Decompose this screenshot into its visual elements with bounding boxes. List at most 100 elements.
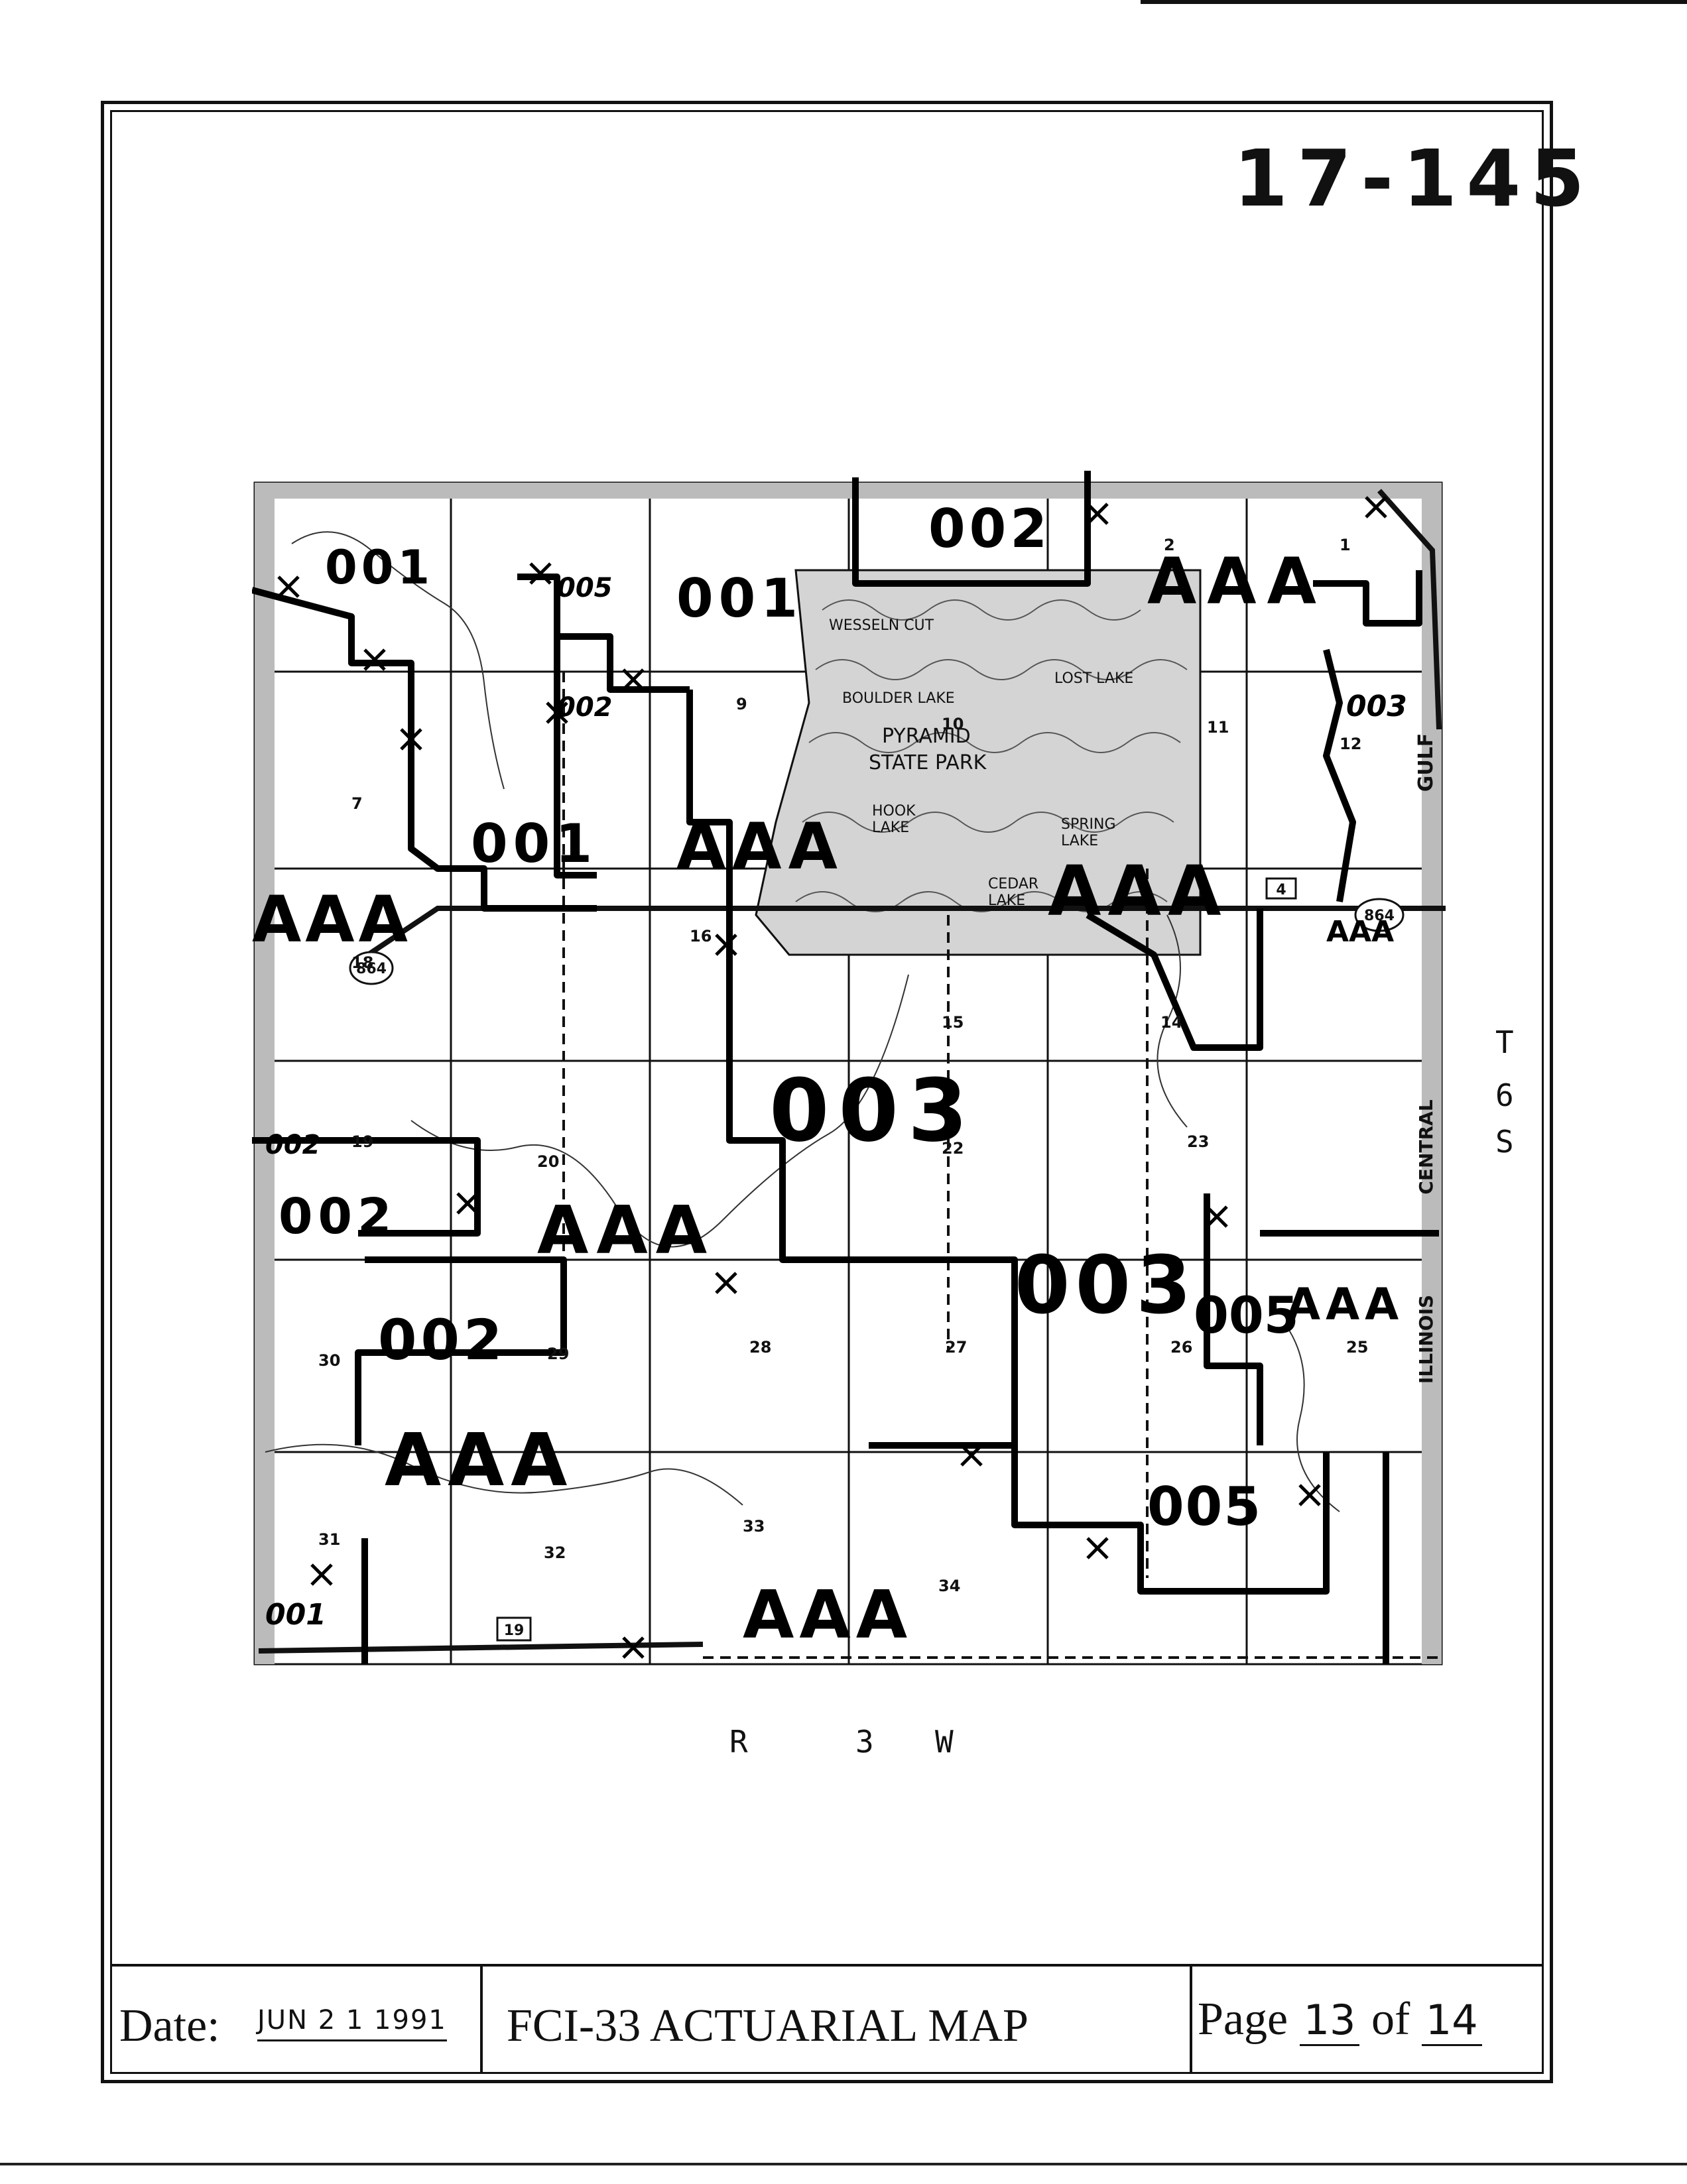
- range-label-r: R: [729, 1724, 748, 1760]
- park-squiggle: [822, 599, 1141, 621]
- park-label-cedar: CEDAR: [988, 876, 1038, 892]
- section-number: 10: [942, 715, 964, 733]
- section-number: 2: [1164, 536, 1175, 554]
- road-864: [356, 906, 1446, 964]
- x-mark: [1365, 496, 1387, 518]
- road-northeast: [1377, 489, 1442, 730]
- boundary-x-marks: [277, 496, 1387, 1659]
- map-title: FCI-33 ACTUARIAL MAP: [507, 2000, 1029, 2051]
- stream: [265, 1443, 743, 1506]
- park-label-wesseln-cut: WESSELN CUT: [829, 617, 934, 634]
- park-label-cedar-lake: LAKE: [988, 892, 1025, 909]
- road-label-illinois: ILLINOIS: [1415, 1295, 1437, 1384]
- stream: [410, 974, 909, 1248]
- state-park-area: [755, 569, 1202, 956]
- park-label-lost-lake: LOST LAKE: [1054, 670, 1133, 687]
- road-label-central: CENTRAL: [1415, 1099, 1437, 1194]
- section-number: 20: [537, 1152, 559, 1171]
- section-number: 14: [1160, 1013, 1182, 1032]
- dashed-roads: [562, 672, 1439, 1659]
- stipple-top: [255, 483, 1442, 499]
- park-label-spring-lake: LAKE: [1061, 833, 1098, 849]
- zone-line: [1204, 1193, 1263, 1445]
- zone-line: [1313, 570, 1422, 627]
- rate-code: AAA: [252, 882, 412, 957]
- rate-code: AAA: [1048, 851, 1227, 932]
- zone-line: [852, 471, 1091, 587]
- x-mark: [1086, 1537, 1109, 1559]
- section-number: 15: [942, 1013, 964, 1032]
- zone-line: [1086, 908, 1263, 1051]
- x-mark: [1298, 1484, 1321, 1506]
- bottom-edge-line: [0, 2163, 1687, 2165]
- section-number: 22: [942, 1139, 964, 1158]
- zone-line: [252, 587, 597, 912]
- road-label-gulf: GULF: [1414, 733, 1438, 792]
- stipple-borders: [255, 483, 1442, 1664]
- park-label-hook: HOOK: [872, 803, 916, 819]
- streams: [265, 531, 1340, 1512]
- rate-code: 002: [279, 1188, 397, 1245]
- page-of-label: of: [1371, 1994, 1410, 2045]
- section-number: 30: [318, 1351, 340, 1370]
- section-number: 32: [544, 1544, 566, 1562]
- x-mark: [546, 701, 568, 724]
- x-mark: [1206, 1205, 1228, 1228]
- township-label-s: S: [1495, 1124, 1514, 1160]
- section-number: 19: [351, 1132, 373, 1151]
- park-label-spring: SPRING: [1061, 816, 1116, 833]
- rate-code: AAA: [537, 1191, 715, 1269]
- top-edge-line: [1141, 0, 1687, 4]
- road-label-864-east: 864: [1364, 908, 1395, 924]
- section-number: 1: [1340, 536, 1351, 554]
- route-shield: [1354, 898, 1405, 932]
- x-mark: [1086, 503, 1109, 525]
- x-mark: [529, 562, 552, 585]
- park-label-pyramid: PYRAMID: [882, 725, 971, 748]
- section-number: 9: [736, 695, 747, 713]
- zone-line: [554, 637, 597, 879]
- rate-code: 001: [265, 1598, 326, 1632]
- rate-code: AAA: [385, 1418, 574, 1502]
- date-label: Date:: [119, 2000, 220, 2051]
- section-number: 11: [1207, 718, 1229, 737]
- rate-code: AAA: [1147, 544, 1327, 619]
- footer-date-cell: Date: JUN 2 1 1991: [110, 1967, 483, 2074]
- zone-line: [726, 915, 1018, 1459]
- park-squiggle: [815, 659, 1188, 680]
- page-total: 14: [1421, 1996, 1482, 2046]
- section-number: 27: [945, 1338, 967, 1357]
- rate-code: 001: [325, 540, 434, 595]
- township-map-svg: WESSELN CUT LOST LAKE BOULDER LAKE PYRAM…: [252, 471, 1446, 1666]
- rate-code: AAA: [743, 1576, 912, 1654]
- section-number: 28: [749, 1338, 771, 1357]
- section-number: 16: [690, 927, 712, 945]
- rate-code: AAA: [1286, 1279, 1404, 1330]
- rate-code: 002: [557, 692, 613, 723]
- rate-code: 002: [928, 498, 1051, 560]
- section-number: 33: [743, 1517, 765, 1536]
- zone-line: [869, 1442, 1330, 1595]
- rate-code: 003: [769, 1060, 977, 1161]
- zone-line: [1323, 648, 1356, 902]
- park-label-state-park: STATE PARK: [869, 751, 987, 774]
- rate-code: AAA: [1326, 915, 1394, 949]
- township-label-number: 6: [1495, 1077, 1514, 1113]
- section-number: 18: [351, 953, 373, 972]
- map-id-number: 17-145: [1233, 133, 1594, 224]
- range-label-number: 3: [855, 1724, 874, 1760]
- park-texture: [795, 599, 1188, 912]
- route-shield: [349, 951, 394, 985]
- park-squiggle: [795, 891, 1168, 912]
- park-label-boulder-lake: BOULDER LAKE: [842, 690, 955, 707]
- rate-code: 005: [1194, 1286, 1299, 1345]
- x-mark: [715, 1272, 737, 1294]
- rate-code: 005: [557, 573, 613, 603]
- x-mark: [277, 576, 300, 598]
- page-indicator: Page 13 of 14: [1198, 1993, 1482, 2046]
- footer-title-cell: FCI-33 ACTUARIAL MAP: [483, 1967, 1192, 2074]
- park-labels: WESSELN CUT LOST LAKE BOULDER LAKE PYRAM…: [829, 617, 1133, 909]
- page-label: Page: [1198, 1994, 1288, 2045]
- park-squiggle: [802, 812, 1174, 833]
- x-mark: [622, 1636, 645, 1659]
